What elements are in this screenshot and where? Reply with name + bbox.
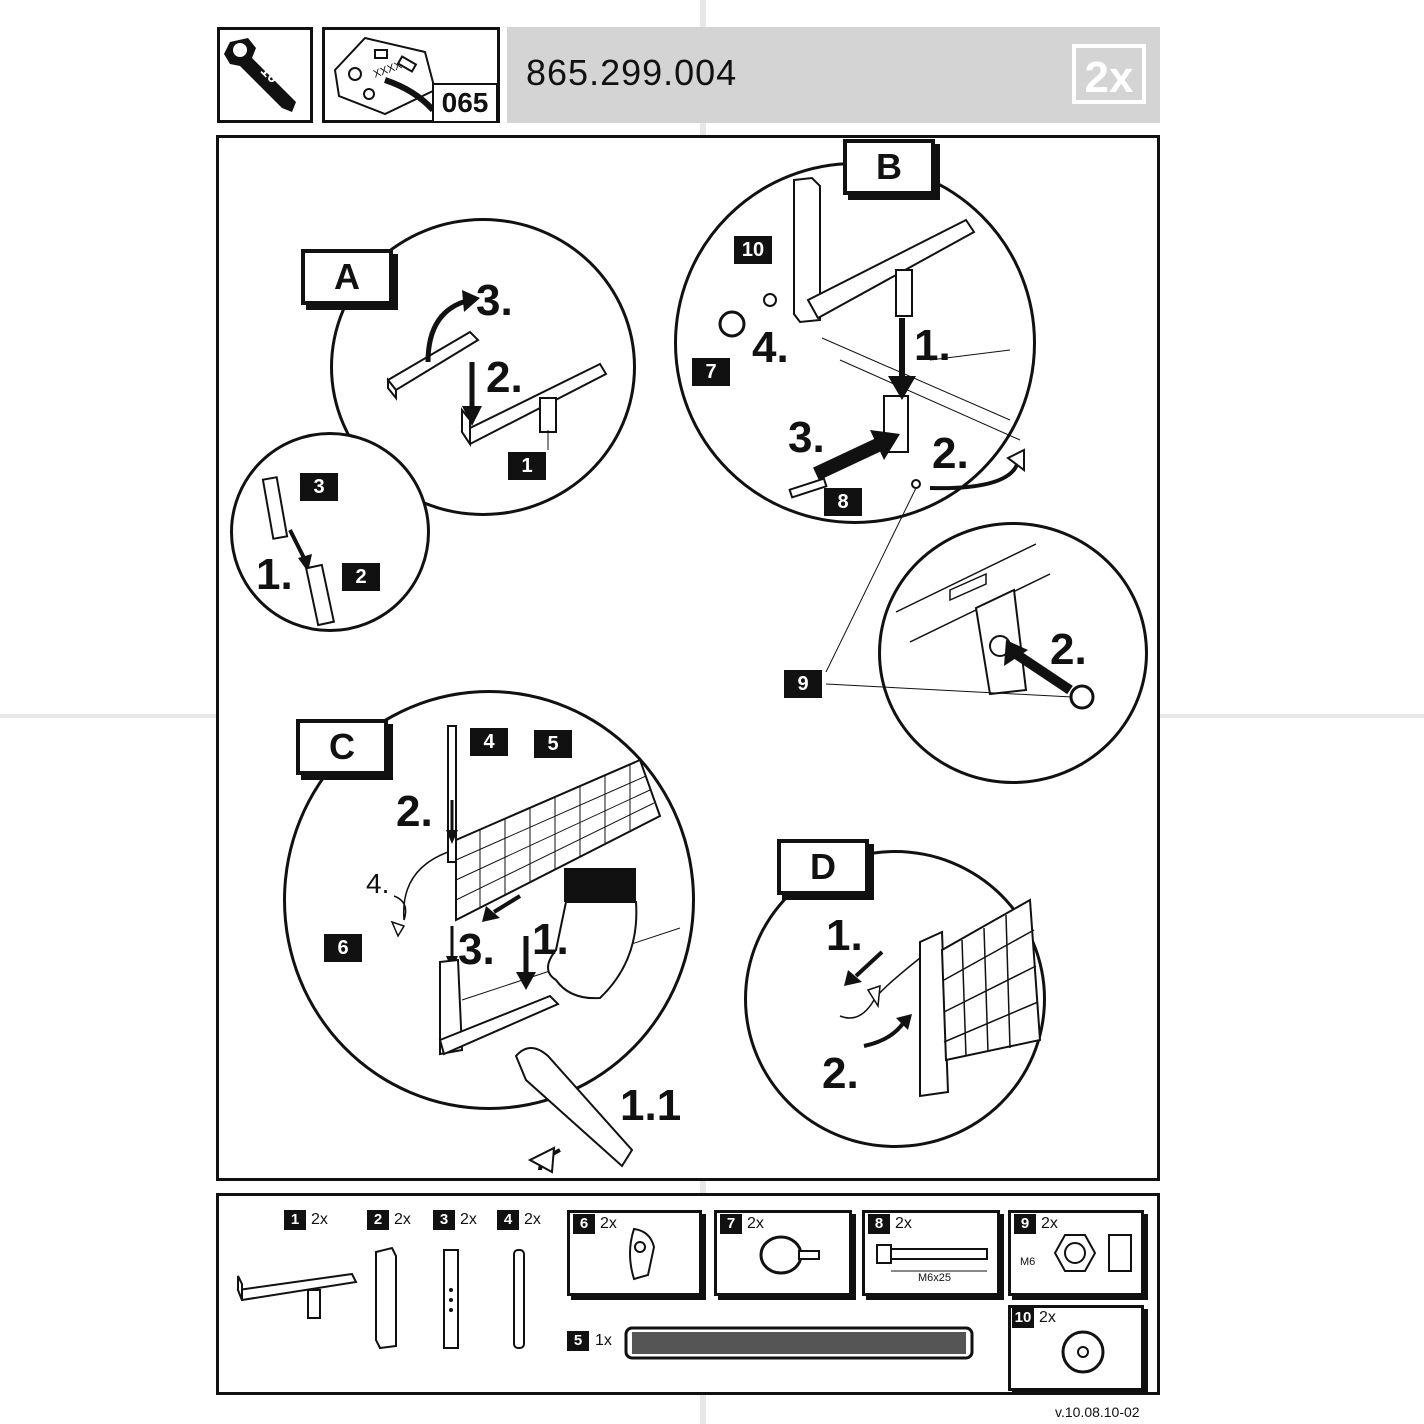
step-a-detail-circle <box>230 432 430 632</box>
step-b-sub-3: 3. <box>788 413 825 462</box>
wrench-tool-box: 10 <box>217 27 313 123</box>
part-4-qty: 2x <box>524 1211 541 1228</box>
part-4-id: 4 <box>497 1210 519 1230</box>
part-10-id: 10 <box>1012 1308 1034 1328</box>
part-3-qty: 2x <box>460 1211 477 1228</box>
part-9-qty: 2x <box>1041 1215 1058 1232</box>
part-10-box <box>1008 1305 1144 1391</box>
part-7-qty: 2x <box>747 1215 764 1232</box>
part-6-id: 6 <box>573 1214 595 1234</box>
step-d-sub-1: 1. <box>826 911 863 960</box>
document-number: 865.299.004 <box>526 52 738 93</box>
step-b-detail-sub-2: 2. <box>1050 625 1087 674</box>
quantity-badge: 2x <box>1072 44 1146 104</box>
header-title-bar <box>507 27 1160 123</box>
callout-part-1: 1 <box>508 452 546 480</box>
step-b-sub-1: 1. <box>914 321 951 370</box>
callout-part-10: 10 <box>734 236 772 264</box>
wrench-icon <box>224 38 296 112</box>
part-7-id: 7 <box>720 1214 742 1234</box>
step-a-sub-3: 3. <box>476 276 513 325</box>
part-2-qty: 2x <box>394 1211 411 1228</box>
washer-icon <box>1061 1330 1105 1374</box>
step-c-sub-3: 3. <box>458 925 495 974</box>
part-8-box <box>862 1210 1000 1296</box>
hardware-bag-icon <box>333 36 437 116</box>
step-a-label: A <box>301 249 393 305</box>
part-5-id: 5 <box>567 1331 589 1351</box>
step-a-sub-2: 2. <box>486 353 523 402</box>
step-b-label: B <box>843 139 935 195</box>
hook-icon <box>629 1227 656 1281</box>
part-5-qty: 1x <box>595 1332 612 1349</box>
part-9-id: 9 <box>1014 1214 1036 1234</box>
callout-part-7: 7 <box>692 358 730 386</box>
callout-part-9: 9 <box>784 670 822 698</box>
callout-part-2: 2 <box>342 563 380 591</box>
part-6-qty: 2x <box>600 1215 617 1232</box>
callout-part-5: 5 <box>534 730 572 758</box>
part-8-spec: M6x25 <box>918 1272 952 1284</box>
part-1-id: 1 <box>284 1210 306 1230</box>
step-c-sub-1-1: 1.1 <box>620 1081 682 1130</box>
nut-icon <box>1053 1234 1132 1272</box>
step-b-sub-2: 2. <box>932 429 969 478</box>
hardware-bag-number: 065 <box>432 83 498 123</box>
step-d-label: D <box>777 839 869 895</box>
bolt-icon <box>876 1244 988 1272</box>
step-d-sub-2: 2. <box>822 1049 859 1098</box>
step-c-sub-4: 4. <box>366 868 390 899</box>
part-10-qty: 2x <box>1039 1309 1056 1326</box>
knob-icon <box>759 1235 820 1275</box>
version-label: v.10.08.10-02 <box>1055 1404 1140 1420</box>
callout-part-3: 3 <box>300 473 338 501</box>
part-9-spec: M6 <box>1020 1256 1036 1268</box>
step-c-sub-2: 2. <box>396 787 433 836</box>
step-c-label: C <box>296 719 388 775</box>
hardware-bag-box: XXXX <box>322 27 500 123</box>
step-b-sub-4: 4. <box>752 323 789 372</box>
part-3-id: 3 <box>433 1210 455 1230</box>
part-8-id: 8 <box>868 1214 890 1234</box>
part-8-qty: 2x <box>895 1215 912 1232</box>
callout-part-4: 4 <box>470 728 508 756</box>
callout-part-6: 6 <box>324 934 362 962</box>
step-a-sub-1: 1. <box>256 550 293 599</box>
part-1-qty: 2x <box>311 1211 328 1228</box>
callout-part-8: 8 <box>824 488 862 516</box>
part-2-id: 2 <box>367 1210 389 1230</box>
step-c-sub-1: 1. <box>532 915 569 964</box>
